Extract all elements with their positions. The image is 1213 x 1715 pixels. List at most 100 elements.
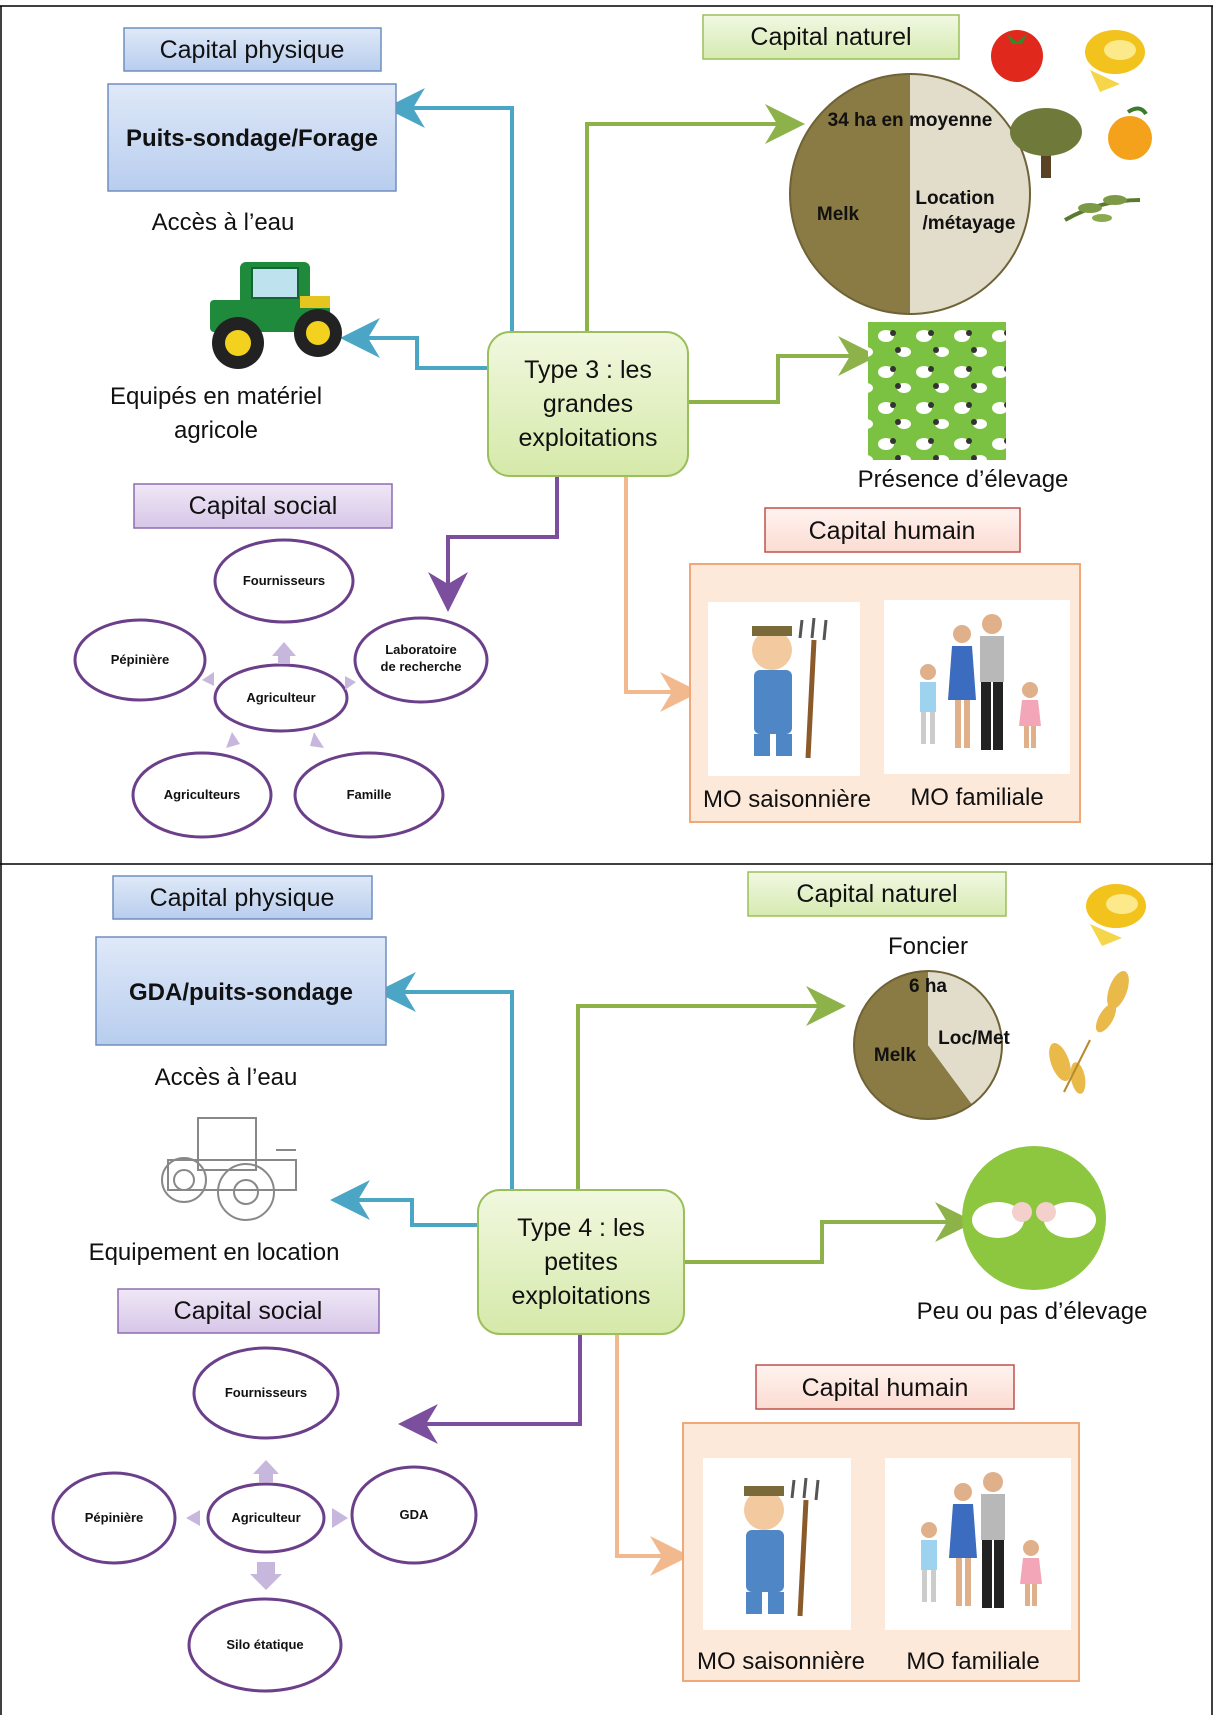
oval-pepiniere — [73, 618, 207, 702]
farmer-icon — [752, 617, 828, 759]
tractor-sketch-icon — [161, 1117, 297, 1221]
arrow-to-equipment-b — [330, 1180, 478, 1227]
capital-naturel-label-b: Capital naturel — [796, 880, 957, 908]
pie-slice-melk-b — [854, 971, 972, 1119]
capital-humain-label-b: Capital humain — [802, 1374, 969, 1402]
oval-agriculteur-center — [213, 663, 349, 733]
pie-title: 34 ha en moyenne — [828, 110, 993, 131]
family-icon-b — [921, 1472, 1042, 1608]
oval-gda-label: GDA — [400, 1507, 430, 1522]
capital-naturel-label-box-b — [747, 871, 1007, 917]
link-arrow-right-b — [332, 1508, 348, 1528]
sheep-icon — [962, 1146, 1106, 1290]
pie-title-b: 6 ha — [909, 976, 947, 997]
oval-famille — [293, 751, 445, 839]
capital-social-label-b: Capital social — [174, 1297, 323, 1325]
mo-familiale-label-b: MO familiale — [906, 1648, 1039, 1675]
tractor-icon — [210, 262, 342, 369]
arrow-to-livestock-b — [684, 1202, 975, 1264]
farmer-icon-b — [744, 1477, 820, 1617]
pie-slice-location — [910, 74, 1030, 314]
arrow-to-human-b — [615, 1334, 690, 1576]
arrow-to-equipment — [340, 318, 488, 370]
arrow-to-natural — [585, 104, 805, 332]
water-source-box-b — [95, 936, 387, 1046]
oval-agriculteurs — [131, 751, 273, 839]
wheat-icon — [1049, 970, 1129, 1094]
capital-physique-label-box-b — [112, 875, 373, 920]
family-card — [884, 600, 1070, 774]
oval-fournisseurs — [213, 538, 355, 624]
type4-label-1: Type 4 : les — [517, 1214, 645, 1242]
type4-box — [477, 1189, 685, 1335]
land-pie-bottom: 6 ha Melk Loc/Met — [853, 970, 1011, 1120]
oval-famille-label: Famille — [347, 787, 392, 802]
link-arrow-down-b — [250, 1562, 282, 1590]
oval-silo-label: Silo étatique — [226, 1637, 303, 1652]
tomato-icon — [991, 30, 1043, 82]
olive-tree-icon — [1010, 108, 1082, 178]
oval-agriculteur-center-b — [206, 1482, 326, 1554]
water-source-box — [107, 83, 397, 192]
mo-saisonniere-label: MO saisonnière — [703, 786, 871, 813]
oval-silo — [187, 1597, 343, 1693]
livestock-label-b: Peu ou pas d’élevage — [917, 1298, 1148, 1325]
equipment-label-2: agricole — [174, 417, 258, 444]
capital-humain-label-box-b — [755, 1364, 1015, 1410]
oval-laboratoire-label-1: Laboratoire — [385, 642, 457, 657]
capital-naturel-label: Capital naturel — [750, 23, 911, 51]
family-icon — [920, 614, 1041, 750]
pie-label-location-1: Location — [915, 188, 994, 209]
mo-familiale-label: MO familiale — [910, 784, 1043, 811]
type4-label-3: exploitations — [512, 1282, 651, 1310]
capital-naturel-label-box — [702, 14, 960, 60]
frame — [0, 5, 1213, 1715]
pie-label-loc-b: Loc/Met — [938, 1028, 1010, 1049]
link-arrow-up — [272, 642, 296, 664]
type3-label-1: Type 3 : les — [524, 356, 652, 384]
oval-gda — [350, 1465, 478, 1565]
type4-label-2: petites — [544, 1248, 618, 1276]
water-source-label-b: GDA/puits-sondage — [129, 979, 353, 1006]
water-source-label: Puits-sondage/Forage — [126, 125, 378, 152]
oval-pepiniere-label: Pépinière — [111, 652, 170, 667]
oval-pepiniere-b-label: Pépinière — [85, 1510, 144, 1525]
oval-fournisseurs-label: Fournisseurs — [243, 573, 325, 588]
pie-label-location-2: /métayage — [923, 213, 1016, 234]
capital-social-label: Capital social — [189, 492, 338, 520]
family-card-b — [885, 1458, 1071, 1630]
top-panel: Capital physique Puits-sondage/Forage Ac… — [73, 14, 1152, 839]
land-pie-top: 34 ha en moyenne Melk Location /métayage — [789, 73, 1031, 315]
arrow-to-social — [428, 476, 559, 612]
pie-label-melk: Melk — [817, 204, 860, 225]
melon-icon-b — [1086, 884, 1146, 946]
capital-humain-label: Capital humain — [809, 517, 976, 545]
melon-icon — [1085, 30, 1145, 92]
apricot-icon — [1108, 106, 1152, 160]
social-network-bottom: Fournisseurs Pépinière Agriculteur GDA S… — [51, 1346, 478, 1693]
foncier-label: Foncier — [888, 933, 968, 960]
capital-physique-label-b: Capital physique — [150, 884, 335, 912]
capital-social-label-box — [133, 483, 393, 529]
type3-box — [487, 331, 689, 477]
link-arrow-left — [202, 672, 214, 686]
equipment-label-1: Equipés en matériel — [110, 383, 322, 410]
olive-branch-icon — [1064, 195, 1141, 222]
arrow-to-social-b — [398, 1334, 582, 1444]
link-arrow-left-b — [186, 1510, 200, 1526]
bottom-arrows — [330, 972, 975, 1576]
capital-humain-label-box — [764, 507, 1021, 553]
pie-slice-loc-b — [928, 970, 1003, 1105]
livestock-label: Présence d’élevage — [858, 466, 1069, 493]
arrow-to-human — [624, 476, 700, 712]
link-arrow-down-right — [310, 732, 324, 748]
oval-pepiniere-b — [51, 1471, 177, 1565]
arrow-to-water-b — [376, 972, 514, 1190]
capital-physique-label: Capital physique — [160, 36, 345, 64]
capital-physique-label-box — [123, 27, 382, 72]
type3-label-2: grandes — [543, 390, 633, 418]
mo-saisonniere-label-b: MO saisonnière — [697, 1648, 865, 1675]
pie-slice-melk — [790, 74, 910, 314]
oval-laboratoire-label-2: de recherche — [381, 659, 462, 674]
